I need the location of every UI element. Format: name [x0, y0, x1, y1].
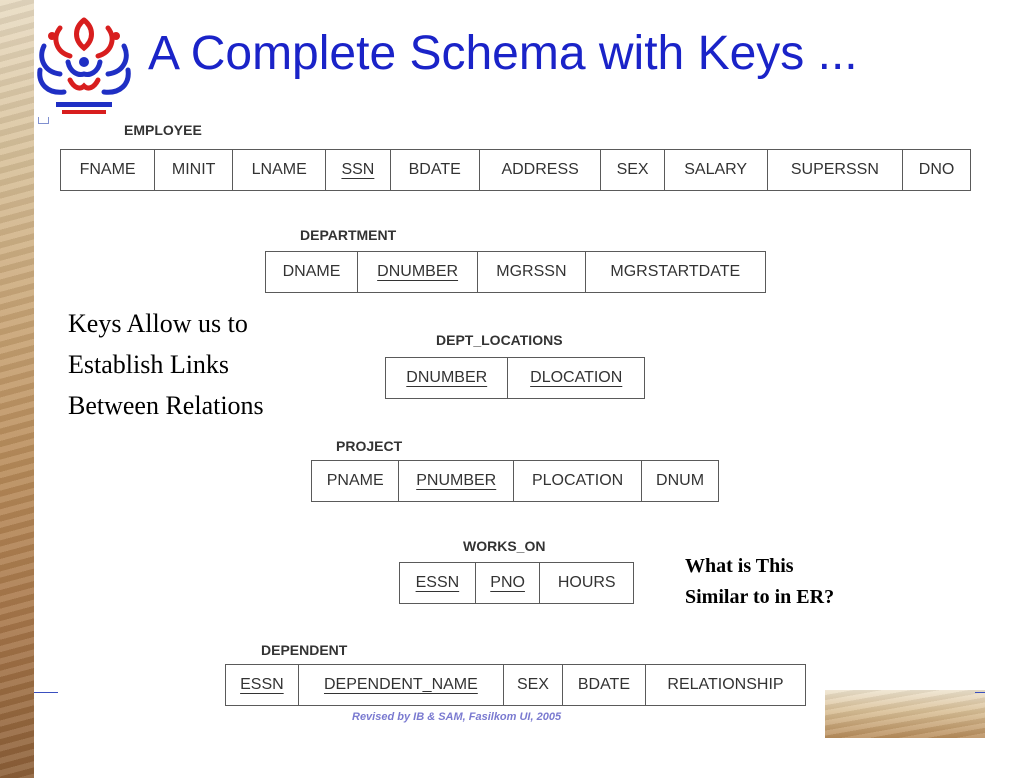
relation-name-dept-locations: DEPT_LOCATIONS: [436, 332, 563, 348]
key-attribute-cell: DNUMBER: [356, 251, 479, 293]
key-attribute-label: PNUMBER: [416, 472, 497, 489]
attribute-label: SEX: [616, 161, 649, 178]
note-line: Establish Links: [68, 350, 230, 379]
attribute-cell: LNAME: [232, 149, 327, 191]
relation-department: DNAME DNUMBER MGRSSN MGRSTARTDATE: [265, 251, 767, 293]
relation-project: PNAME PNUMBER PLOCATION DNUM: [310, 460, 719, 502]
attribute-cell: BDATE: [389, 149, 480, 191]
slide-title: A Complete Schema with Keys ...: [148, 27, 858, 80]
attribute-cell: SUPERSSN: [766, 149, 904, 191]
key-attribute-cell: DLOCATION: [507, 357, 645, 399]
attribute-label: MGRSTARTDATE: [610, 263, 741, 280]
key-attribute-label: DNUMBER: [406, 369, 488, 386]
relation-name-works-on: WORKS_ON: [463, 538, 546, 554]
desert-background-left: [0, 0, 34, 778]
attribute-cell: HOURS: [539, 562, 634, 604]
relation-dept-locations: DNUMBER DLOCATION: [384, 357, 645, 399]
key-attribute-cell: ESSN: [399, 562, 476, 604]
key-attribute-cell: ESSN: [225, 664, 299, 706]
attribute-label: SUPERSSN: [790, 161, 879, 178]
relation-name-project: PROJECT: [336, 438, 403, 454]
key-attribute-cell: DNUMBER: [384, 357, 509, 399]
attribute-label: ADDRESS: [501, 161, 579, 178]
attribute-label: SEX: [516, 676, 549, 693]
er-similarity-note: What is This Similar to in ER?: [685, 551, 834, 613]
note-line: Keys Allow us to: [68, 309, 248, 338]
attribute-cell: MINIT: [154, 149, 234, 191]
note-line: What is This: [685, 555, 794, 577]
key-attribute-label: ESSN: [240, 676, 284, 693]
attribute-cell: SEX: [503, 664, 563, 706]
attribute-cell: RELATIONSHIP: [644, 664, 807, 706]
attribute-label: FNAME: [79, 161, 136, 178]
relation-dependent: ESSN DEPENDENT_NAME SEX BDATE RELATIONSH…: [225, 664, 807, 706]
relation-name-dependent: DEPENDENT: [261, 642, 348, 658]
attribute-label: BDATE: [408, 161, 461, 178]
key-attribute-label: ESSN: [415, 574, 460, 591]
attribute-cell: FNAME: [59, 149, 156, 191]
key-attribute-label: DLOCATION: [530, 369, 623, 386]
attribute-cell: MGRSTARTDATE: [584, 251, 767, 293]
key-attribute-label: PNO: [490, 574, 525, 591]
relation-name-employee: EMPLOYEE: [124, 122, 202, 138]
attribute-label: HOURS: [557, 574, 616, 591]
attribute-cell: ADDRESS: [478, 149, 602, 191]
attribute-label: LNAME: [251, 161, 307, 178]
relation-name-department: DEPARTMENT: [300, 227, 397, 243]
attribute-cell: DNO: [902, 149, 971, 191]
attribute-cell: PNAME: [310, 460, 400, 502]
attribute-label: PLOCATION: [531, 472, 624, 489]
note-line: Between Relations: [68, 391, 264, 420]
attribute-label: PNAME: [326, 472, 384, 489]
attribute-label: DNUM: [656, 472, 705, 489]
footer-rule-left: [34, 692, 58, 693]
key-attribute-label: DEPENDENT_NAME: [323, 676, 478, 693]
key-attribute-cell: SSN: [325, 149, 391, 191]
footer-rule-right: [975, 692, 985, 693]
key-attribute-label: SSN: [341, 161, 375, 178]
key-attribute-label: DNUMBER: [377, 263, 459, 280]
attribute-cell: BDATE: [561, 664, 646, 706]
university-logo-icon: [37, 17, 131, 114]
key-attribute-cell: DEPENDENT_NAME: [297, 664, 505, 706]
header-corner-mark: [38, 117, 49, 124]
attribute-cell: SALARY: [663, 149, 768, 191]
slide-footer: Revised by IB & SAM, Fasilkom UI, 2005: [352, 711, 562, 723]
attribute-label: SALARY: [684, 161, 748, 178]
attribute-cell: DNUM: [641, 460, 719, 502]
attribute-cell: SEX: [600, 149, 665, 191]
relation-works-on: ESSN PNO HOURS: [399, 562, 634, 604]
desert-background-bottom-right: [825, 690, 985, 738]
note-line: Similar to in ER?: [685, 586, 835, 608]
key-attribute-cell: PNUMBER: [398, 460, 515, 502]
attribute-label: RELATIONSHIP: [667, 676, 784, 693]
attribute-label: DNO: [918, 161, 955, 178]
attribute-cell: MGRSSN: [477, 251, 586, 293]
attribute-cell: DNAME: [265, 251, 358, 293]
relation-employee: FNAME MINIT LNAME SSN BDATE ADDRESS SEX …: [59, 149, 971, 191]
attribute-label: DNAME: [282, 263, 341, 280]
keys-links-note: Keys Allow us to Establish Links Between…: [68, 303, 264, 426]
attribute-label: MGRSSN: [496, 263, 567, 280]
key-attribute-cell: PNO: [474, 562, 541, 604]
attribute-cell: PLOCATION: [513, 460, 643, 502]
attribute-label: MINIT: [171, 161, 216, 178]
attribute-label: BDATE: [577, 676, 630, 693]
